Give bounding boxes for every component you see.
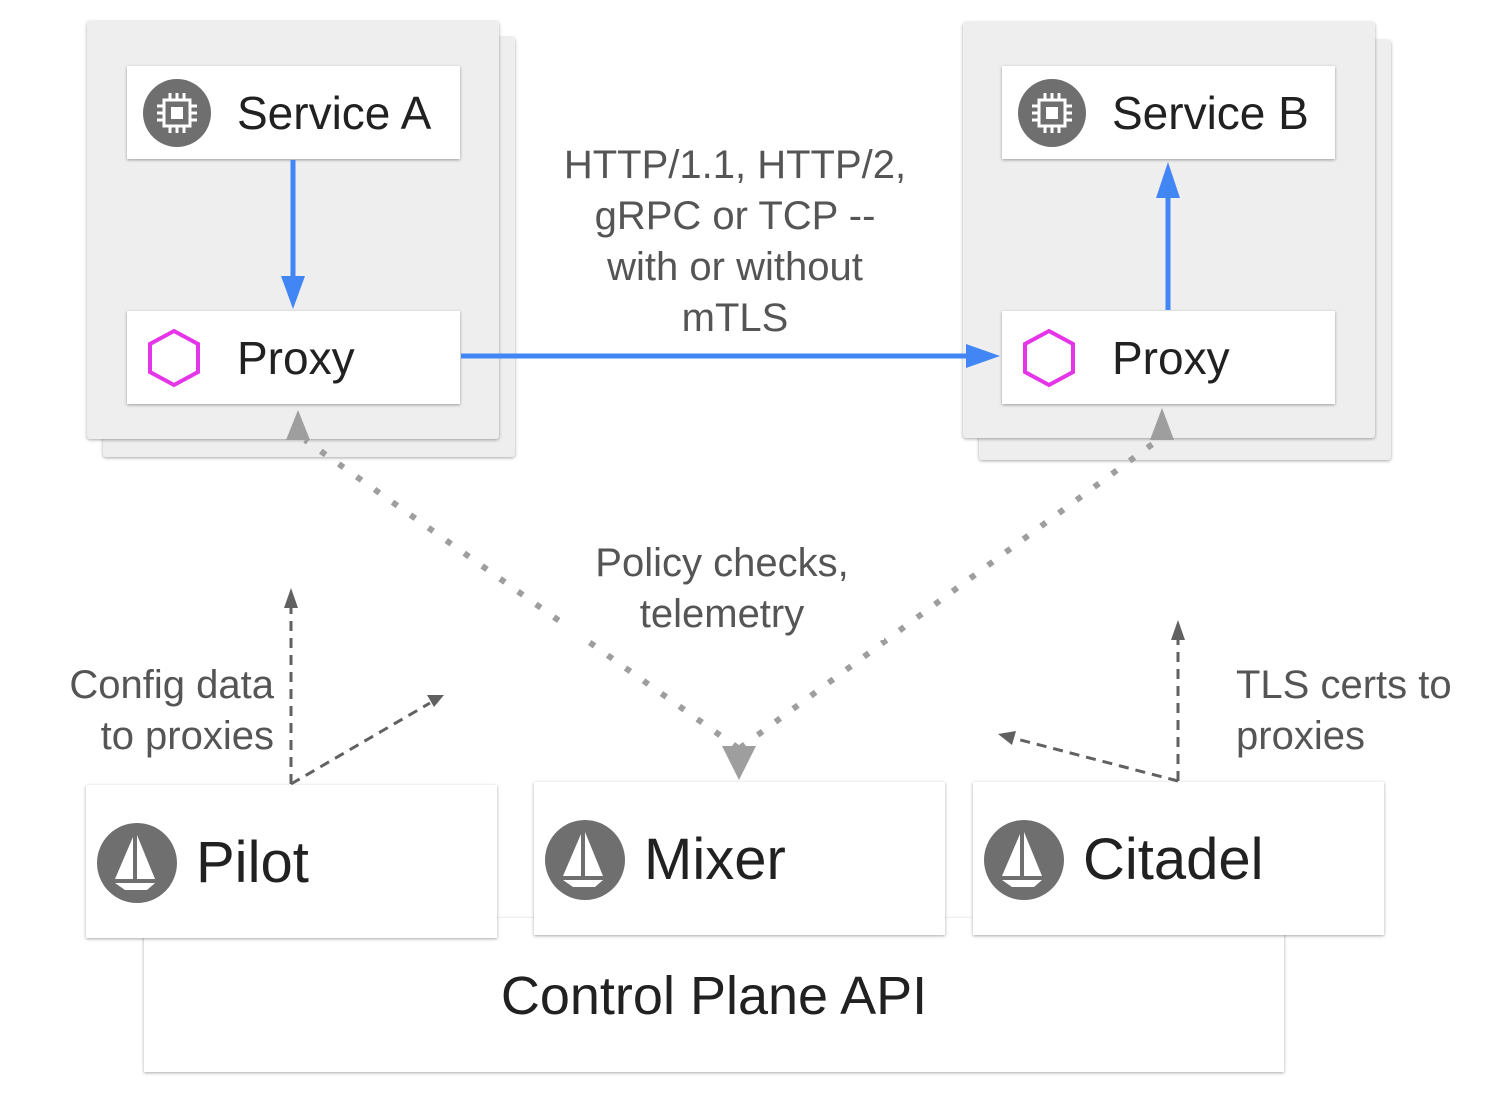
citadel-label: Citadel	[1083, 827, 1264, 892]
protocol-note: HTTP/1.1, HTTP/2, gRPC or TCP -- with or…	[520, 140, 950, 344]
config-note-line: Config data	[69, 663, 274, 707]
mixer-to-proxy-a-dotted-arrow	[286, 410, 740, 751]
hexagon-icon	[144, 327, 204, 394]
tls-note-line: proxies	[1236, 714, 1365, 758]
protocol-note-line: HTTP/1.1, HTTP/2,	[563, 143, 907, 187]
pilot-label: Pilot	[196, 830, 309, 895]
sailboat-icon	[984, 820, 1064, 905]
policy-note-line: telemetry	[639, 592, 805, 636]
citadel-diag-arrowhead	[998, 731, 1016, 745]
proxy-b-card[interactable]: Proxy	[1002, 311, 1335, 404]
citadel-up-arrowhead	[1171, 620, 1185, 640]
tls-note-line: TLS certs to	[1236, 663, 1452, 707]
protocol-note-line: with or without	[607, 245, 863, 289]
policy-note-line: Policy checks,	[595, 541, 849, 585]
control-plane-title: Control Plane API	[500, 966, 928, 1026]
proxy-b-label: Proxy	[1112, 331, 1230, 384]
pilot-diag-arrowhead	[427, 695, 444, 707]
config-note-line: to proxies	[100, 714, 274, 758]
sailboat-icon	[545, 820, 625, 905]
proxy-a-label: Proxy	[237, 331, 355, 384]
proxy-to-proxy-arrow	[461, 344, 1000, 368]
citadel-card[interactable]: Citadel	[973, 782, 1384, 935]
service-b-card[interactable]: Service B	[1002, 66, 1335, 159]
service-b-label: Service B	[1112, 86, 1309, 139]
protocol-note-line: gRPC or TCP --	[594, 194, 876, 238]
mixer-label: Mixer	[644, 827, 786, 892]
sailboat-icon	[97, 823, 177, 908]
control-plane-box: Control Plane API	[144, 918, 1284, 1072]
hexagon-icon	[1019, 327, 1079, 394]
pilot-card[interactable]: Pilot	[86, 785, 497, 938]
mixer-arrowhead	[722, 746, 756, 780]
service-a-card[interactable]: Service A	[127, 66, 460, 159]
config-note: Config data to proxies	[30, 660, 274, 762]
service-a-to-proxy-arrow	[281, 160, 305, 309]
chip-icon	[1018, 79, 1086, 152]
citadel-cert-arrows	[1012, 636, 1180, 783]
proxy-to-service-b-arrow	[1156, 162, 1180, 310]
pilot-up-arrowhead	[284, 588, 298, 608]
mixer-to-proxy-b-dotted-arrow	[738, 408, 1174, 751]
service-a-label: Service A	[237, 86, 432, 139]
policy-note: Policy checks, telemetry	[560, 538, 884, 640]
mixer-card[interactable]: Mixer	[534, 782, 945, 935]
protocol-note-line: mTLS	[681, 296, 789, 340]
pilot-config-arrows	[289, 604, 431, 786]
chip-icon	[143, 79, 211, 152]
proxy-a-card[interactable]: Proxy	[127, 311, 460, 404]
tls-note: TLS certs to proxies	[1236, 660, 1486, 762]
